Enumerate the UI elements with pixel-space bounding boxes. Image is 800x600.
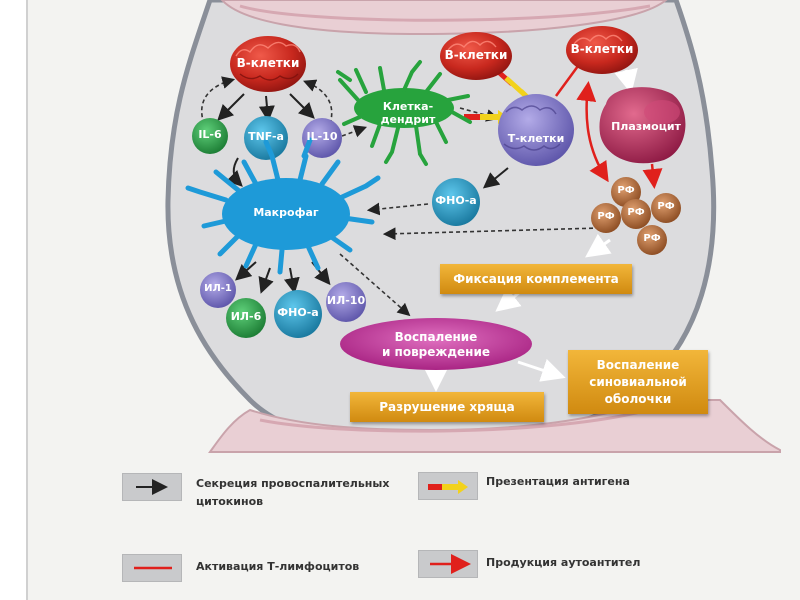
macrophage-label: Макрофаг bbox=[253, 206, 319, 219]
legend-swatch-antigen bbox=[418, 472, 478, 500]
plasmocyte-label: Плазмоцит bbox=[611, 120, 681, 133]
fno-mid-label: ФНО-а bbox=[435, 194, 477, 207]
legend-secretion-line-1: Секреция провоспалительных bbox=[196, 477, 390, 490]
cartilage-destruction-box: Разрушение хряща bbox=[350, 392, 544, 422]
il6-top-label: IL-6 bbox=[198, 128, 222, 141]
il1-bottom-shape bbox=[200, 272, 236, 308]
inflammation-label: Воспаление и повреждение bbox=[360, 330, 512, 360]
il1-bottom-label: ИЛ-1 bbox=[204, 283, 232, 294]
b-cells-right-label: В-клетки bbox=[570, 42, 634, 56]
il6-bottom-label: ИЛ-6 bbox=[230, 310, 262, 323]
legend-swatch-secretion bbox=[122, 473, 182, 501]
plasmocyte-shape bbox=[599, 87, 686, 164]
legend-swatch-autoantibodies bbox=[418, 550, 478, 578]
b-cells-left-label: В-клетки bbox=[236, 56, 300, 70]
rf-label-4: РФ bbox=[657, 201, 675, 212]
dendritic-cell-label: Клетка-дендрит bbox=[380, 100, 436, 126]
inflammation-ellipse bbox=[340, 318, 532, 370]
legend-swatch-activation bbox=[122, 554, 182, 582]
il10-bottom-shape bbox=[326, 282, 366, 322]
fno-bottom-label: ФНО-а bbox=[277, 306, 319, 319]
legend-secretion-line-2: цитокинов bbox=[196, 495, 264, 508]
rf-shape-4 bbox=[651, 193, 681, 223]
legend-secretion-text: Секреция провоспалительных цитокинов bbox=[196, 475, 396, 511]
tnf-top-label: TNF-a bbox=[248, 130, 284, 143]
b-cells-top-label: В-клетки bbox=[444, 48, 508, 62]
legend-antigen-text: Презентация антигена bbox=[486, 475, 630, 488]
cartilage-destruction-label: Разрушение хряща bbox=[379, 400, 515, 414]
synovial-line-3: оболочки bbox=[604, 391, 672, 406]
complement-fixation-box: Фиксация комплемента bbox=[440, 264, 632, 294]
il6-bottom-shape bbox=[226, 298, 266, 338]
complement-fixation-label: Фиксация комплемента bbox=[453, 272, 619, 286]
rf-shape-3 bbox=[621, 199, 651, 229]
rf-shape-5 bbox=[637, 225, 667, 255]
rf-label-2: РФ bbox=[597, 211, 615, 222]
inflammation-line-1: Воспаление bbox=[394, 330, 478, 344]
rf-label-1: РФ bbox=[617, 185, 635, 196]
il10-top-shape bbox=[302, 118, 342, 158]
fno-bottom-shape bbox=[274, 290, 322, 338]
synovial-line-1: Воспаление bbox=[596, 357, 680, 372]
top-cartilage bbox=[220, 0, 668, 36]
rf-shape-2 bbox=[591, 203, 621, 233]
legend-autoantibodies-text: Продукция аутоантител bbox=[486, 556, 641, 569]
il6-top-shape bbox=[192, 118, 228, 154]
il10-bottom-label: ИЛ-10 bbox=[326, 294, 366, 307]
macrophage-shape bbox=[185, 137, 381, 275]
fno-mid-shape bbox=[432, 178, 480, 226]
tnf-top-shape bbox=[244, 116, 288, 160]
rf-label-3: РФ bbox=[627, 207, 645, 218]
dendritic-cell-shape bbox=[336, 60, 472, 166]
b-cell-left-shape bbox=[230, 36, 306, 92]
b-cell-right-shape bbox=[566, 26, 638, 74]
synovial-inflammation-box: Воспаление синовиальной оболочки bbox=[568, 350, 708, 414]
page-edge bbox=[0, 0, 26, 600]
il10-top-label: IL-10 bbox=[306, 130, 338, 143]
b-cell-top-shape bbox=[440, 32, 512, 80]
legend-activation-text: Активация Т-лимфоцитов bbox=[196, 560, 360, 573]
inflammation-line-2: и повреждение bbox=[381, 345, 491, 359]
t-cells-label: Т-клетки bbox=[507, 132, 565, 145]
synovial-line-2: синовиальной bbox=[589, 374, 687, 389]
rf-label-5: РФ bbox=[643, 233, 661, 244]
t-cell-shape bbox=[498, 94, 574, 166]
